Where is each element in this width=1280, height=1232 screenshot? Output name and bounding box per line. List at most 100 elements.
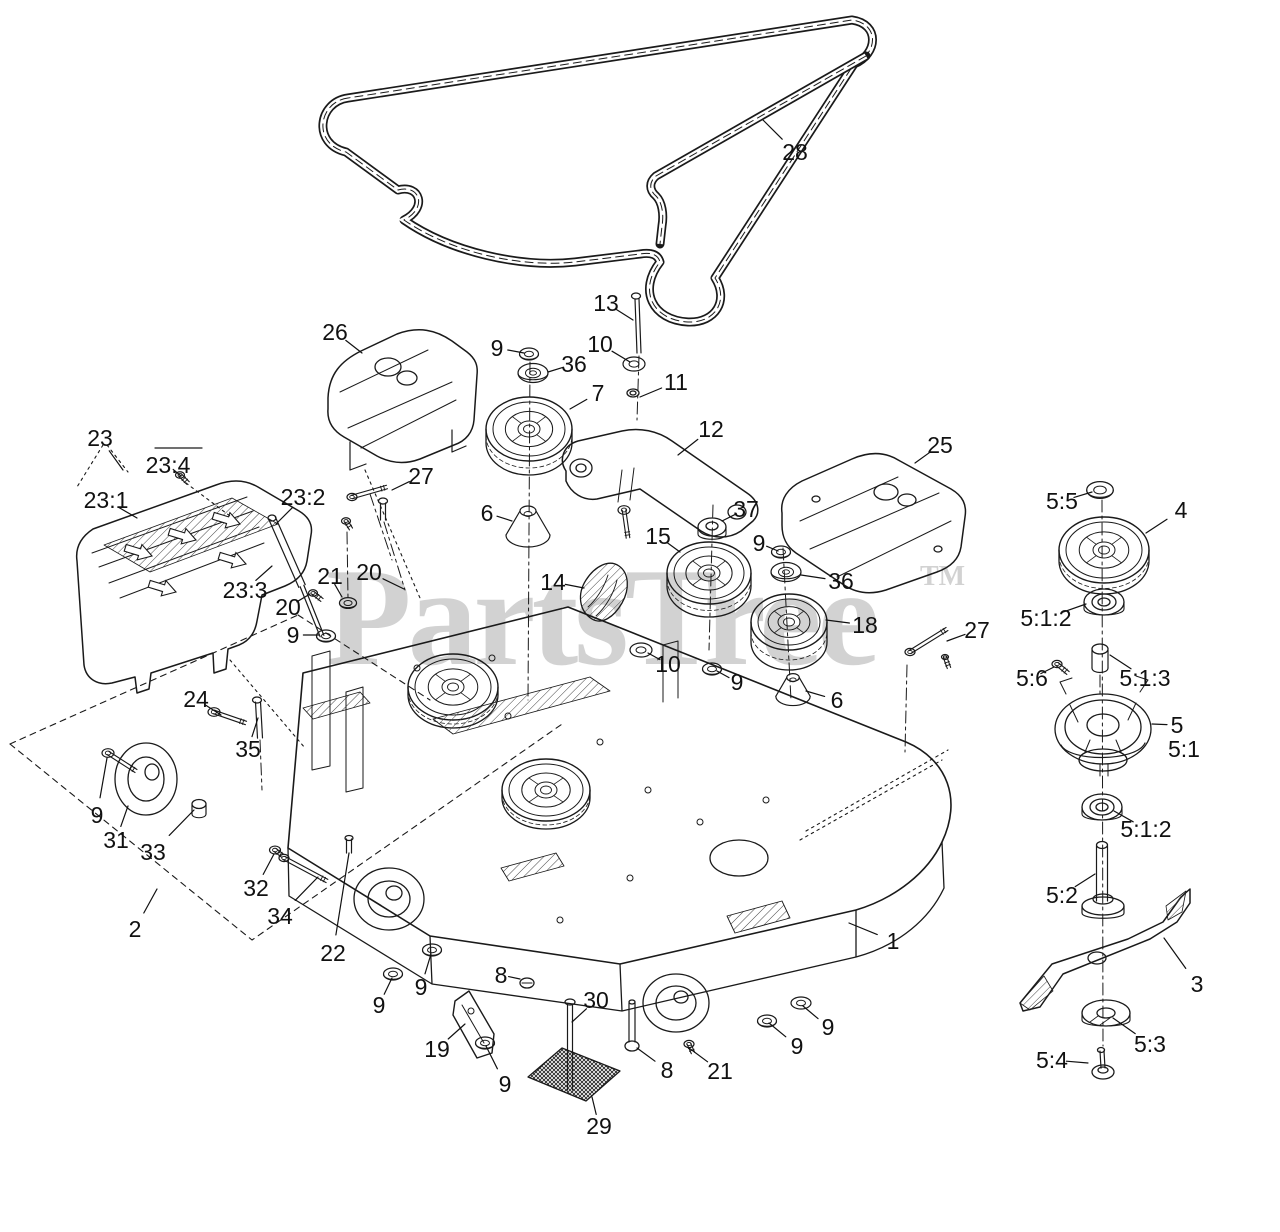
part-number-label: 20	[275, 594, 301, 620]
part-number-label: 24	[183, 686, 209, 712]
callout-3-50: 3	[1163, 937, 1203, 997]
leader-line	[547, 366, 565, 373]
callout-23-10: 23	[87, 425, 124, 471]
callout-28-0: 28	[762, 119, 808, 165]
part-number-label: 9	[91, 802, 104, 828]
part-number-label: 5:1:2	[1020, 605, 1071, 631]
leader-line	[716, 670, 730, 679]
callout-19-58: 19	[424, 1023, 466, 1062]
screw-5-6	[1051, 659, 1070, 675]
leader-line	[205, 704, 222, 716]
leader-line	[1109, 654, 1132, 670]
leader-line	[825, 619, 851, 624]
leader-line	[721, 513, 738, 522]
callout-24-36: 24	[183, 686, 222, 716]
part-number-label: 23	[87, 425, 113, 451]
gauge-wheel-31	[101, 742, 178, 816]
callout-31-41: 31	[103, 805, 129, 853]
callout-21-24: 21	[317, 563, 343, 598]
screw-20-left	[307, 589, 324, 602]
deck-pulley-4	[1058, 516, 1150, 595]
leader-line	[569, 398, 588, 410]
leader-line	[345, 339, 363, 354]
leader-line	[1112, 1017, 1136, 1035]
bolt-13	[630, 292, 642, 421]
screw-23-4	[174, 471, 231, 517]
callout-25-9: 25	[914, 432, 953, 464]
leader-line	[120, 805, 129, 828]
callout-32-44: 32	[243, 853, 275, 901]
part-number-label: 8	[661, 1057, 674, 1083]
leader-line	[616, 309, 634, 321]
part-number-label: 1	[887, 928, 900, 954]
part-number-label: 9	[491, 335, 504, 361]
callout-35-39: 35	[235, 717, 261, 762]
leader-line	[647, 652, 661, 661]
part-number-label: 6	[831, 687, 844, 713]
callout-5:1:2-43: 5:1:2	[1113, 810, 1172, 842]
bolt-20-vert	[377, 497, 406, 591]
leader-line	[1040, 666, 1055, 675]
callout-33-42: 33	[140, 809, 195, 865]
part-number-label: 8	[495, 962, 508, 988]
screw-32	[268, 845, 285, 858]
leader-line	[914, 451, 931, 464]
part-number-label: 23:2	[281, 484, 326, 510]
screw-21-upper	[338, 517, 358, 609]
callout-4-16: 4	[1145, 497, 1188, 534]
spindle-shaft-5-2	[1081, 840, 1125, 919]
bolt-5-4	[1091, 1046, 1115, 1080]
part-number-label: 5:5	[1046, 488, 1078, 514]
part-number-label: 5:4	[1036, 1047, 1068, 1073]
bearing-5-1-2-lower	[1081, 793, 1123, 821]
washer-5-3	[1081, 999, 1131, 1027]
callout-13-1: 13	[593, 290, 634, 321]
leader-line	[1073, 491, 1093, 498]
leader-line	[391, 481, 410, 491]
part-number-label: 32	[243, 875, 269, 901]
leader-line	[168, 809, 195, 836]
leader-line	[1163, 937, 1187, 969]
leader-line	[382, 578, 405, 590]
callout-5:1:3-33: 5:1:3	[1109, 654, 1171, 691]
nut-9-top	[518, 347, 540, 361]
callout-9-3: 9	[491, 335, 525, 361]
callout-23:3-23: 23:3	[223, 565, 273, 603]
part-number-label: 10	[655, 651, 681, 677]
part-number-label: 35	[235, 736, 261, 762]
pin-27-left	[346, 484, 393, 561]
part-number-label: 27	[408, 463, 434, 489]
callout-5-37: 5	[1151, 712, 1183, 738]
callout-36-4: 36	[547, 351, 587, 377]
pin-5-1-3	[1091, 643, 1109, 699]
part-number-label: 9	[287, 622, 300, 648]
callout-37-18: 37	[721, 496, 759, 522]
part-number-label: 5:1	[1168, 736, 1200, 762]
callout-9-62: 9	[485, 1045, 511, 1097]
pin-27-right	[904, 626, 952, 753]
callout-9-30: 9	[287, 622, 320, 648]
leader-line	[666, 541, 681, 553]
part-number-label: 9	[753, 530, 766, 556]
leader-line	[335, 852, 350, 936]
leader-line	[611, 350, 631, 363]
leader-line	[383, 977, 393, 995]
part-number-label: 9	[791, 1033, 804, 1059]
leader-line	[848, 922, 878, 936]
part-number-label: 9	[415, 974, 428, 1000]
callout-5:3-57: 5:3	[1112, 1017, 1166, 1057]
callout-9-20: 9	[753, 530, 779, 556]
spacer-6-right	[775, 673, 811, 707]
callout-5:6-32: 5:6	[1016, 665, 1055, 691]
leader-line	[946, 633, 966, 642]
washer-36-top	[517, 362, 549, 384]
leader-line	[1065, 1060, 1089, 1064]
nut-9-baffle	[315, 629, 337, 643]
leader-line	[255, 565, 273, 582]
part-number-label: 23:3	[223, 577, 268, 603]
part-number-label: 19	[424, 1036, 450, 1062]
callout-11-7: 11	[639, 369, 688, 398]
callout-36-22: 36	[800, 568, 854, 594]
callout-30-53: 30	[571, 987, 609, 1023]
